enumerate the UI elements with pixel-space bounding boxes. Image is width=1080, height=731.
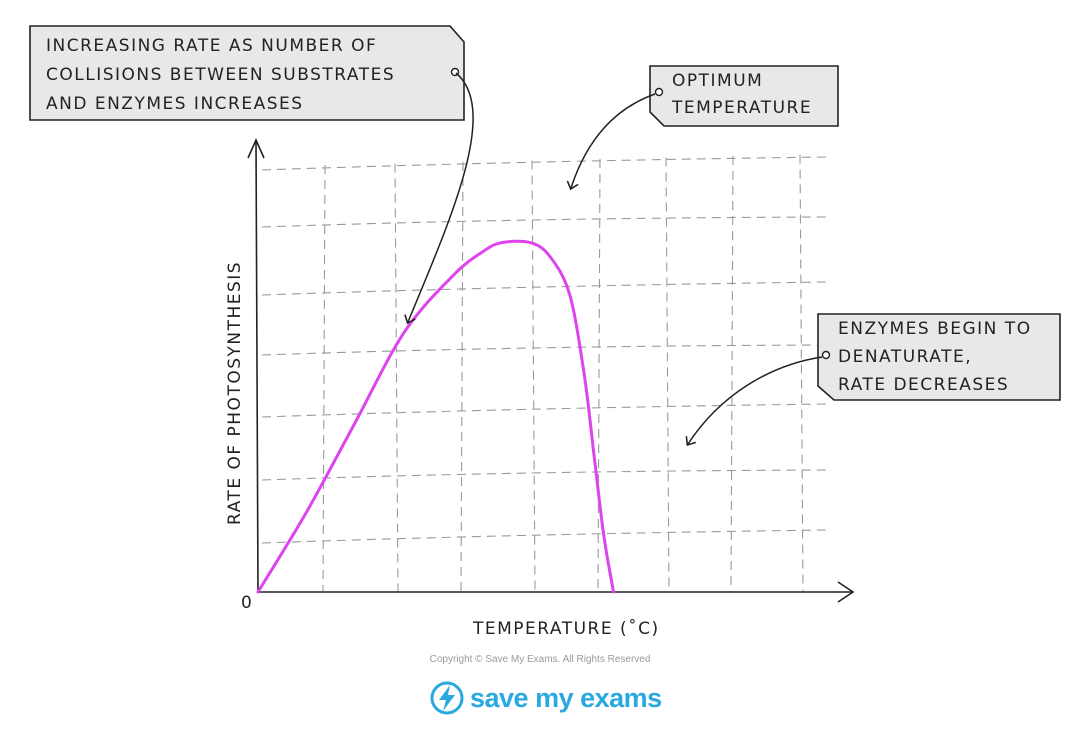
x-axis-label: TEMPERATURE (˚C) <box>472 618 660 639</box>
grid-line-horizontal <box>261 469 827 481</box>
grid-line-vertical <box>394 163 399 593</box>
grid-line-horizontal <box>261 403 827 418</box>
callout-line: OPTIMUM <box>672 71 763 91</box>
x-axis-arrow-icon <box>837 581 855 603</box>
callout-line: RATE DECREASES <box>838 375 1009 395</box>
callout-line: AND ENZYMES INCREASES <box>46 94 304 114</box>
y-axis-label: RATE OF PHOTOSYNTHESIS <box>225 261 245 525</box>
y-axis <box>255 139 259 593</box>
grid-line-horizontal <box>261 216 827 228</box>
callout-increasing-rate: INCREASING RATE AS NUMBER OF COLLISIONS … <box>29 25 474 325</box>
brand-logo: save my exams <box>430 680 662 716</box>
grid-line-horizontal <box>261 529 827 544</box>
grid-line-horizontal <box>261 344 827 356</box>
callout-box <box>817 313 1061 401</box>
grid-line-vertical <box>597 158 601 593</box>
lightning-logo-icon <box>430 681 464 715</box>
callout-arrow <box>404 72 474 325</box>
callout-box <box>649 65 839 127</box>
series-layer <box>256 239 615 594</box>
chart-axes <box>247 138 855 603</box>
callout-line: COLLISIONS BETWEEN SUBSTRATES <box>46 65 395 85</box>
brand-name: save my exams <box>470 682 662 713</box>
grid-line-vertical <box>322 164 326 593</box>
y-axis-arrow-icon <box>247 138 265 159</box>
callout-optimum: OPTIMUM TEMPERATURE <box>566 65 839 191</box>
grid-line-vertical <box>799 154 804 593</box>
callout-line: DENATURATE, <box>838 347 972 367</box>
callout-arrow <box>685 356 823 446</box>
chart-grid <box>261 154 827 593</box>
grid-line-vertical <box>460 161 464 593</box>
callout-dot <box>654 87 664 97</box>
callout-line: INCREASING RATE AS NUMBER OF <box>46 36 377 56</box>
grid-line-vertical <box>531 160 536 593</box>
callout-denature: ENZYMES BEGIN TO DENATURATE, RATE DECREA… <box>685 313 1061 446</box>
callout-arrow <box>566 93 656 191</box>
grid-line-vertical <box>665 157 670 593</box>
grid-line-horizontal <box>261 281 827 296</box>
callout-line: ENZYMES BEGIN TO <box>838 319 1032 339</box>
callout-dot <box>821 350 831 360</box>
origin-label: 0 <box>241 593 253 613</box>
grid-line-vertical <box>730 155 734 593</box>
copyright-notice: Copyright © Save My Exams. All Rights Re… <box>429 654 651 665</box>
grid-line-horizontal <box>261 156 827 171</box>
callout-line: TEMPERATURE <box>671 98 812 118</box>
series-line <box>256 239 615 594</box>
